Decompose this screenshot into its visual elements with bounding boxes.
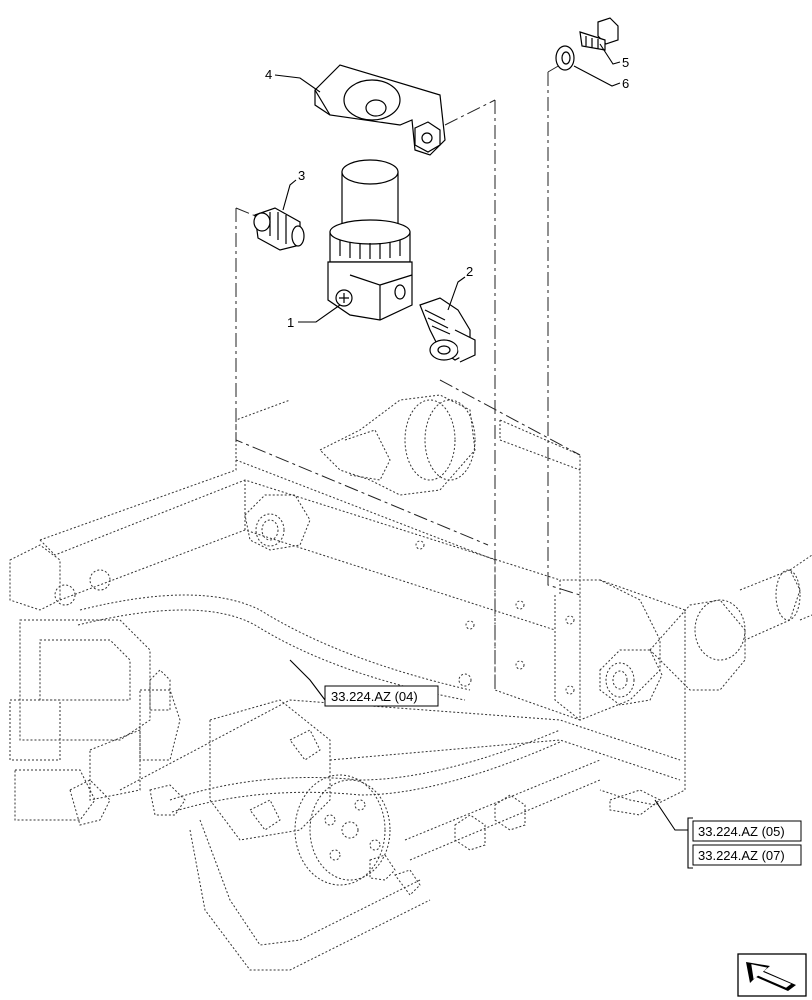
washer <box>555 45 575 71</box>
callout-5: 5 <box>622 55 629 70</box>
pump-assembly <box>149 699 421 896</box>
straight-fitting <box>253 207 305 251</box>
reference-box-05[interactable]: 33.224.AZ (05) <box>692 820 802 842</box>
chassis-frame <box>39 399 686 971</box>
callout-1: 1 <box>287 315 294 330</box>
assembly-centerlines <box>235 64 581 690</box>
bolt <box>579 17 619 51</box>
callout-6: 6 <box>622 76 629 91</box>
callout-4: 4 <box>265 67 272 82</box>
callout-numbers: 4 3 2 1 5 6 <box>265 55 629 330</box>
mounting-bracket <box>314 64 446 156</box>
reference-04-label: 33.224.AZ (04) <box>331 689 418 704</box>
left-valve-block <box>9 544 181 826</box>
right-shaft <box>649 554 812 691</box>
reference-box-07[interactable]: 33.224.AZ (07) <box>692 844 802 866</box>
hose <box>77 594 561 813</box>
leader-lines <box>274 43 688 831</box>
reference-box-04[interactable]: 33.224.AZ (04) <box>324 685 439 707</box>
frame-nuts <box>244 494 663 851</box>
callout-3: 3 <box>298 168 305 183</box>
elbow-fitting <box>419 297 476 363</box>
reference-bracket <box>687 817 693 869</box>
previous-arrow-icon[interactable] <box>737 953 807 997</box>
upper-cylinder <box>319 394 476 496</box>
reference-05-label: 33.224.AZ (05) <box>698 824 785 839</box>
reference-07-label: 33.224.AZ (07) <box>698 848 785 863</box>
regulator-body <box>327 159 413 321</box>
callout-2: 2 <box>466 264 473 279</box>
